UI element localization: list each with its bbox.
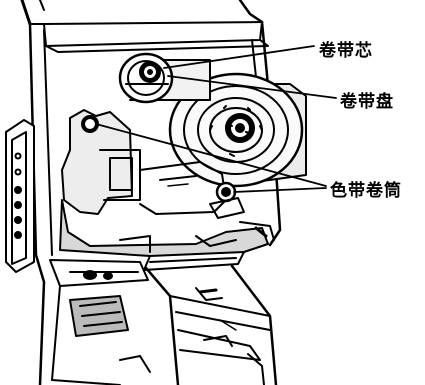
leader-ribbon-supply-reel (167, 75, 337, 99)
ribbon-supply-reel (154, 72, 307, 188)
label-ribbon-core: 卷带芯 (319, 41, 373, 61)
platen-roller (49, 259, 151, 385)
leader-take-up-lower (233, 187, 327, 193)
leader-take-up-upper (95, 123, 327, 187)
callout-leaders (95, 45, 337, 193)
label-ribbon-take-up: 色带卷筒 (330, 181, 402, 201)
ribbon-take-up (61, 109, 245, 219)
leader-ribbon-core (163, 45, 315, 69)
media-path (144, 264, 278, 385)
ribbon-core (118, 52, 211, 104)
label-ribbon-supply-reel: 卷带盘 (340, 92, 394, 112)
print-head-assembly (59, 199, 275, 271)
side-panel (5, 119, 35, 273)
